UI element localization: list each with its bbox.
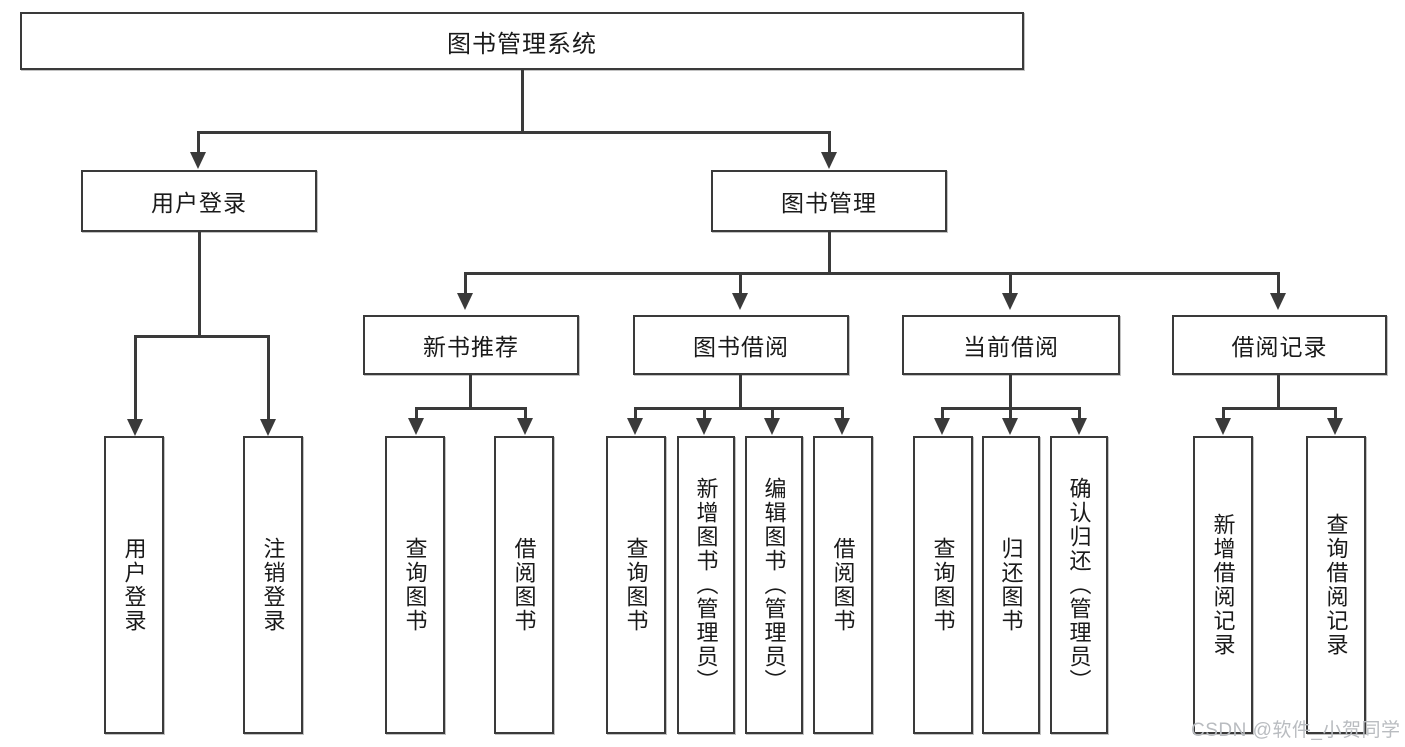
node-leaf-return-book-label: 归还图书 bbox=[998, 537, 1024, 633]
node-book-borrow[interactable]: 图书借阅 bbox=[633, 315, 849, 375]
node-leaf-add-book-admin-label: 新增图书（管理员） bbox=[693, 477, 719, 693]
edge-bb-bar bbox=[634, 407, 844, 410]
node-leaf-search-book-borrow[interactable]: 查询图书 bbox=[606, 436, 666, 734]
node-leaf-logout-label: 注销登录 bbox=[260, 537, 286, 633]
node-borrow-record[interactable]: 借阅记录 bbox=[1172, 315, 1387, 375]
arrow-bm-to-borrow-record bbox=[1270, 293, 1286, 310]
edge-nbr-drop-1 bbox=[415, 407, 418, 421]
arrow-user-login-child-2 bbox=[260, 419, 276, 436]
edge-cb-stem bbox=[1009, 375, 1012, 409]
arrow-cb-child-3 bbox=[1071, 418, 1087, 435]
edge-user-login-drop-2 bbox=[267, 335, 270, 423]
node-book-borrow-label: 图书借阅 bbox=[693, 334, 789, 360]
node-leaf-add-borrow-record-label: 新增借阅记录 bbox=[1210, 513, 1236, 657]
node-user-login-label: 用户登录 bbox=[151, 190, 247, 216]
node-user-login[interactable]: 用户登录 bbox=[81, 170, 317, 232]
arrow-bm-to-current-borrow bbox=[1002, 293, 1018, 310]
node-leaf-search-book-borrow-label: 查询图书 bbox=[623, 537, 649, 633]
node-leaf-return-book[interactable]: 归还图书 bbox=[982, 436, 1040, 734]
node-leaf-edit-book-admin[interactable]: 编辑图书（管理员） bbox=[745, 436, 803, 734]
edge-bb-drop-3 bbox=[771, 407, 774, 421]
arrow-user-login-child-1 bbox=[127, 419, 143, 436]
arrow-cb-child-2 bbox=[1002, 418, 1018, 435]
arrow-cb-child-1 bbox=[934, 418, 950, 435]
edge-bb-drop-1 bbox=[634, 407, 637, 421]
node-leaf-borrow-book-recommend[interactable]: 借阅图书 bbox=[494, 436, 554, 734]
edge-bm-drop-4 bbox=[1277, 272, 1280, 296]
arrow-bb-child-3 bbox=[764, 418, 780, 435]
edge-book-management-stem bbox=[828, 232, 831, 274]
edge-root-bar bbox=[197, 131, 831, 134]
node-leaf-search-book-current[interactable]: 查询图书 bbox=[913, 436, 973, 734]
edge-user-login-drop-1 bbox=[134, 335, 137, 423]
node-book-management-label: 图书管理 bbox=[781, 190, 877, 216]
node-current-borrow-label: 当前借阅 bbox=[963, 334, 1059, 360]
arrow-root-to-user-login bbox=[190, 152, 206, 169]
node-leaf-search-borrow-record-label: 查询借阅记录 bbox=[1323, 513, 1349, 657]
arrow-root-to-book-management bbox=[821, 152, 837, 169]
node-leaf-search-book-recommend-label: 查询图书 bbox=[402, 537, 428, 633]
edge-br-bar bbox=[1222, 407, 1337, 410]
edge-bb-drop-2 bbox=[703, 407, 706, 421]
node-leaf-borrow-book-recommend-label: 借阅图书 bbox=[511, 537, 537, 633]
arrow-nbr-child-1 bbox=[408, 418, 424, 435]
edge-cb-drop-2 bbox=[1009, 407, 1012, 421]
node-leaf-confirm-return-admin[interactable]: 确认归还（管理员） bbox=[1050, 436, 1108, 734]
edge-br-drop-1 bbox=[1222, 407, 1225, 421]
node-leaf-user-login-label: 用户登录 bbox=[121, 537, 147, 633]
arrow-bm-to-new-book-recommend bbox=[457, 293, 473, 310]
edge-cb-drop-3 bbox=[1078, 407, 1081, 421]
csdn-watermark: CSDN @软件_小贺同学 bbox=[1191, 720, 1401, 741]
node-current-borrow[interactable]: 当前借阅 bbox=[902, 315, 1120, 375]
edge-root-stem bbox=[521, 70, 524, 133]
node-leaf-add-book-admin[interactable]: 新增图书（管理员） bbox=[677, 436, 735, 734]
node-leaf-user-login[interactable]: 用户登录 bbox=[104, 436, 164, 734]
arrow-bb-child-4 bbox=[834, 418, 850, 435]
node-book-management[interactable]: 图书管理 bbox=[711, 170, 947, 232]
edge-bb-stem bbox=[739, 375, 742, 409]
node-leaf-borrow-book-label: 借阅图书 bbox=[830, 537, 856, 633]
node-leaf-confirm-return-admin-label: 确认归还（管理员） bbox=[1066, 477, 1092, 693]
node-root-label: 图书管理系统 bbox=[447, 30, 597, 58]
edge-user-login-bar bbox=[134, 335, 270, 338]
edge-cb-drop-1 bbox=[941, 407, 944, 421]
edge-root-to-user-login bbox=[197, 131, 200, 155]
arrow-bb-child-1 bbox=[627, 418, 643, 435]
edge-bb-drop-4 bbox=[841, 407, 844, 421]
node-leaf-add-borrow-record[interactable]: 新增借阅记录 bbox=[1193, 436, 1253, 734]
edge-bm-drop-1 bbox=[464, 272, 467, 296]
edge-root-to-book-management bbox=[828, 131, 831, 155]
edge-bm-drop-3 bbox=[1009, 272, 1012, 296]
edge-nbr-drop-2 bbox=[524, 407, 527, 421]
node-leaf-search-book-current-label: 查询图书 bbox=[930, 537, 956, 633]
arrow-br-child-2 bbox=[1327, 418, 1343, 435]
edge-book-management-bar bbox=[464, 272, 1280, 275]
node-new-book-recommend[interactable]: 新书推荐 bbox=[363, 315, 579, 375]
node-new-book-recommend-label: 新书推荐 bbox=[423, 334, 519, 360]
edge-bm-drop-2 bbox=[739, 272, 742, 296]
node-leaf-search-borrow-record[interactable]: 查询借阅记录 bbox=[1306, 436, 1366, 734]
edge-nbr-stem bbox=[469, 375, 472, 409]
node-leaf-edit-book-admin-label: 编辑图书（管理员） bbox=[761, 477, 787, 693]
edge-nbr-bar bbox=[415, 407, 527, 410]
node-leaf-borrow-book[interactable]: 借阅图书 bbox=[813, 436, 873, 734]
edge-br-stem bbox=[1277, 375, 1280, 409]
arrow-nbr-child-2 bbox=[517, 418, 533, 435]
arrow-bm-to-book-borrow bbox=[732, 293, 748, 310]
node-leaf-logout[interactable]: 注销登录 bbox=[243, 436, 303, 734]
arrow-bb-child-2 bbox=[696, 418, 712, 435]
edge-user-login-stem bbox=[198, 232, 201, 337]
node-leaf-search-book-recommend[interactable]: 查询图书 bbox=[385, 436, 445, 734]
arrow-br-child-1 bbox=[1215, 418, 1231, 435]
node-root-book-management-system[interactable]: 图书管理系统 bbox=[20, 12, 1024, 70]
node-borrow-record-label: 借阅记录 bbox=[1231, 334, 1328, 360]
edge-br-drop-2 bbox=[1334, 407, 1337, 421]
